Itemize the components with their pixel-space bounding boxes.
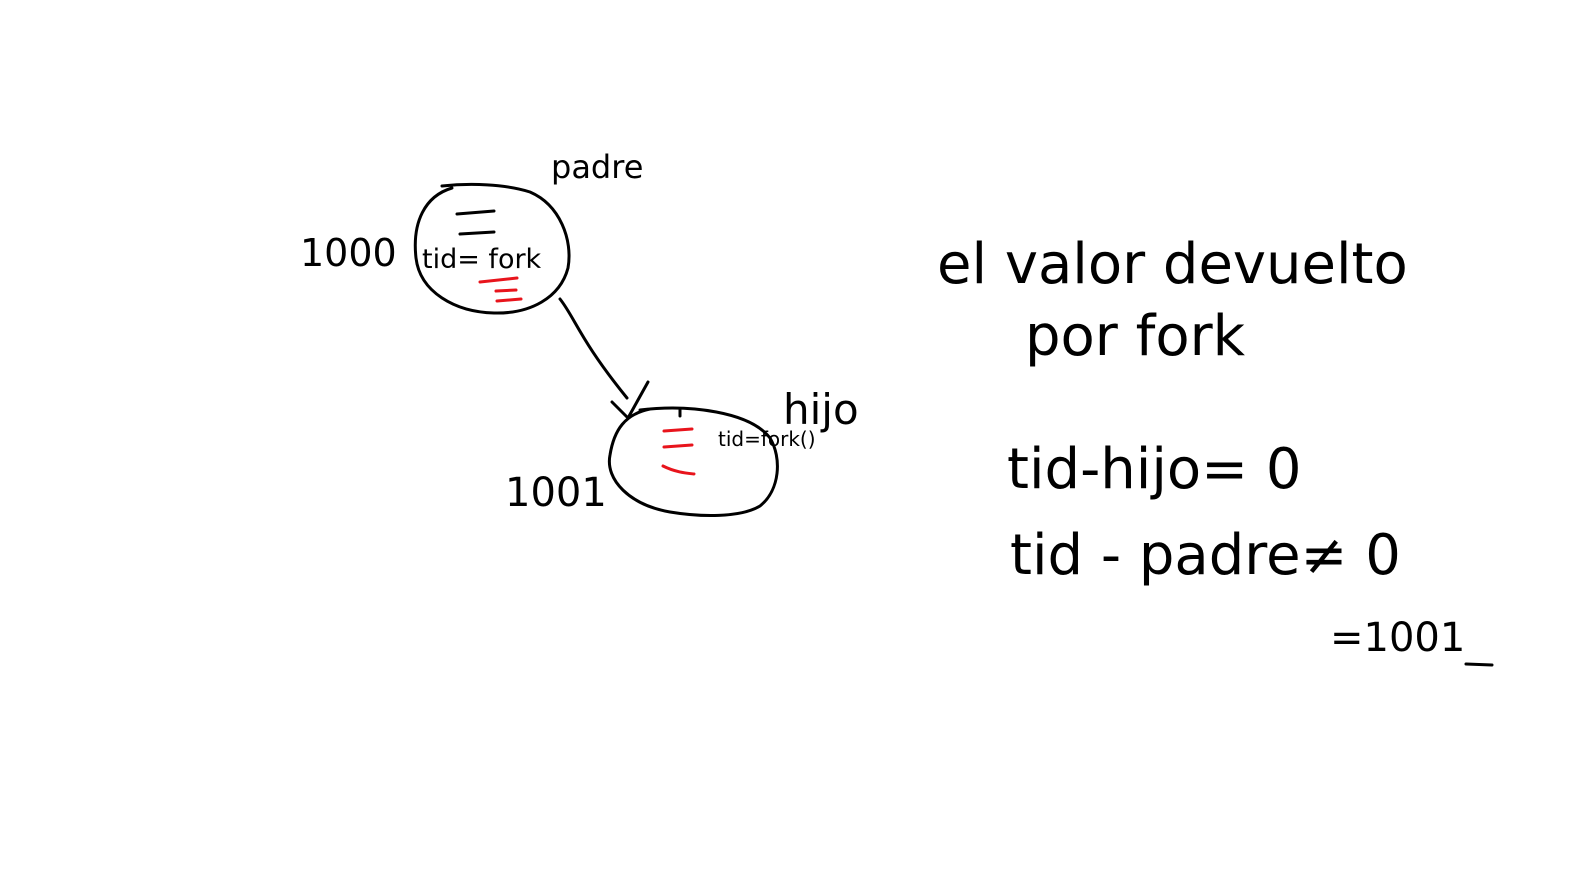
child-highlight-line-1 — [662, 427, 694, 433]
fork-arrow-shaft — [558, 297, 629, 400]
note-line-tid-hijo: tid-hijo= 0 — [1007, 437, 1302, 502]
note-line-valor-devuelto: el valor devuelto — [937, 232, 1408, 297]
parent-process-label: padre — [551, 148, 643, 186]
parent-process-circle — [413, 182, 571, 315]
child-process-circle — [607, 406, 779, 518]
note-line-por-fork: por fork — [1025, 304, 1246, 369]
child-highlight-line-2 — [662, 443, 694, 449]
note-line-tid-padre: tid - padre≠ 0 — [1010, 523, 1401, 588]
note-line-equals-1001: =1001 — [1330, 615, 1465, 661]
parent-code-text: tid= fork — [422, 244, 542, 275]
child-highlight-line-3 — [661, 464, 696, 476]
child-pid-label: 1001 — [505, 470, 607, 516]
parent-process-node: tid= fork padre 1000 — [300, 148, 643, 315]
child-process-label: hijo — [783, 385, 859, 434]
child-code-text: tid=fork() — [718, 427, 816, 451]
fork-arrow — [558, 297, 650, 420]
parent-code-line-2 — [458, 230, 496, 236]
parent-highlight-line-3 — [495, 297, 523, 303]
fork-notes: el valor devuelto por fork tid-hijo= 0 t… — [937, 232, 1494, 667]
parent-pid-label: 1000 — [300, 231, 397, 275]
parent-highlight-line-2 — [494, 288, 518, 293]
parent-highlight-line-1 — [478, 276, 519, 284]
note-underline — [1464, 662, 1494, 667]
parent-code-line-1 — [455, 209, 496, 216]
child-process-node: tid=fork() hijo 1001 — [505, 385, 859, 518]
